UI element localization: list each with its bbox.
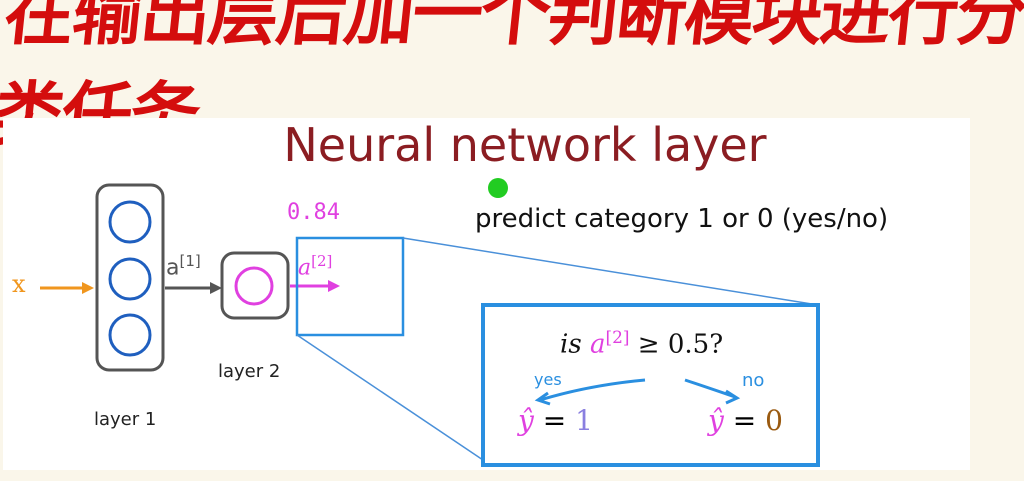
yhat: ŷ	[708, 404, 724, 437]
neuron	[108, 257, 152, 301]
layer2-box	[220, 251, 290, 320]
no-value: 0	[765, 404, 783, 437]
neuron	[108, 313, 152, 357]
neuron	[108, 200, 152, 244]
yes-arrow	[539, 378, 646, 402]
pointer-dot	[488, 178, 508, 198]
layer1-label: layer 1	[94, 409, 157, 430]
slide-title: Neural network layer	[283, 118, 767, 172]
no-arrowhead	[725, 389, 741, 405]
no-result: ŷ = 0	[708, 404, 783, 437]
yhat: ŷ	[518, 404, 534, 437]
a1-var: a	[166, 255, 180, 281]
question-suffix: ≥ 0.5?	[629, 329, 724, 360]
layer2-label: layer 2	[218, 361, 281, 382]
zoom-line	[402, 237, 819, 306]
no-label: no	[742, 370, 765, 391]
input-arrowhead	[82, 282, 94, 294]
a1-sup: [1]	[179, 252, 201, 270]
a2-sup: [2]	[311, 252, 333, 270]
a1-arrowhead	[210, 282, 222, 294]
question-prefix: is	[560, 329, 590, 360]
slide-subtitle: predict category 1 or 0 (yes/no)	[475, 204, 889, 234]
equals: =	[723, 404, 766, 437]
a2-arrowhead	[328, 280, 340, 292]
a2-label: a[2]	[298, 252, 332, 280]
output-neuron	[234, 266, 274, 306]
yes-value: 1	[575, 404, 593, 437]
question-sup: [2]	[605, 328, 630, 348]
decision-box	[481, 303, 820, 467]
question-var: a	[589, 329, 606, 360]
equals: =	[533, 404, 576, 437]
output-value: 0.84	[287, 200, 340, 225]
a2-var: a	[298, 255, 312, 281]
a1-label: a[1]	[166, 252, 201, 280]
yes-label: yes	[534, 370, 562, 389]
input-x-label: x	[12, 270, 26, 298]
decision-question: is a[2] ≥ 0.5?	[560, 328, 723, 360]
layer1-box	[95, 183, 165, 372]
yes-result: ŷ = 1	[518, 404, 593, 437]
yes-arrowhead	[534, 391, 551, 406]
zoom-box	[295, 236, 405, 337]
zoom-line	[296, 334, 484, 461]
